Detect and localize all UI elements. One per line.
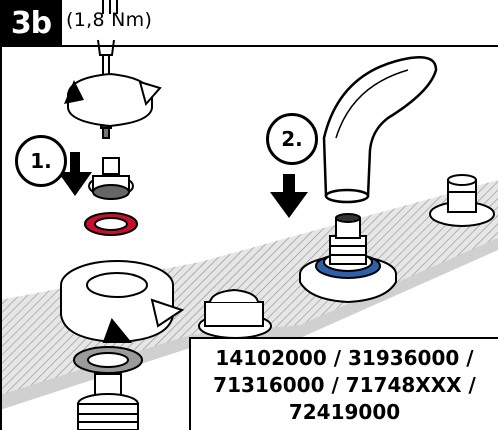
right-valve bbox=[429, 174, 495, 227]
model-numbers-box: 14102000 / 31936000 / 71316000 / 71748XX… bbox=[189, 337, 498, 430]
frame-left-line bbox=[0, 0, 2, 430]
frame-top-line bbox=[0, 45, 498, 47]
small-nut bbox=[88, 157, 134, 200]
lower-valve bbox=[77, 373, 139, 430]
step-1-marker: 1. bbox=[15, 135, 67, 187]
lever-handle bbox=[322, 56, 438, 204]
large-ring bbox=[60, 260, 185, 344]
down-arrow-1 bbox=[58, 152, 92, 196]
model-line-2: 71316000 / 71748XXX / bbox=[213, 373, 476, 397]
center-valve bbox=[299, 213, 397, 304]
down-arrow-2 bbox=[270, 174, 308, 218]
step-badge: 3b bbox=[0, 0, 62, 47]
model-line-3: 72419000 bbox=[288, 400, 401, 424]
rotation-arrow-top bbox=[64, 72, 162, 128]
torque-label: (1,8 Nm) bbox=[66, 9, 153, 31]
red-o-ring bbox=[84, 212, 138, 236]
model-line-1: 14102000 / 31936000 / bbox=[215, 346, 474, 370]
gray-washer bbox=[73, 346, 143, 374]
step-2-marker: 2. bbox=[266, 113, 318, 165]
